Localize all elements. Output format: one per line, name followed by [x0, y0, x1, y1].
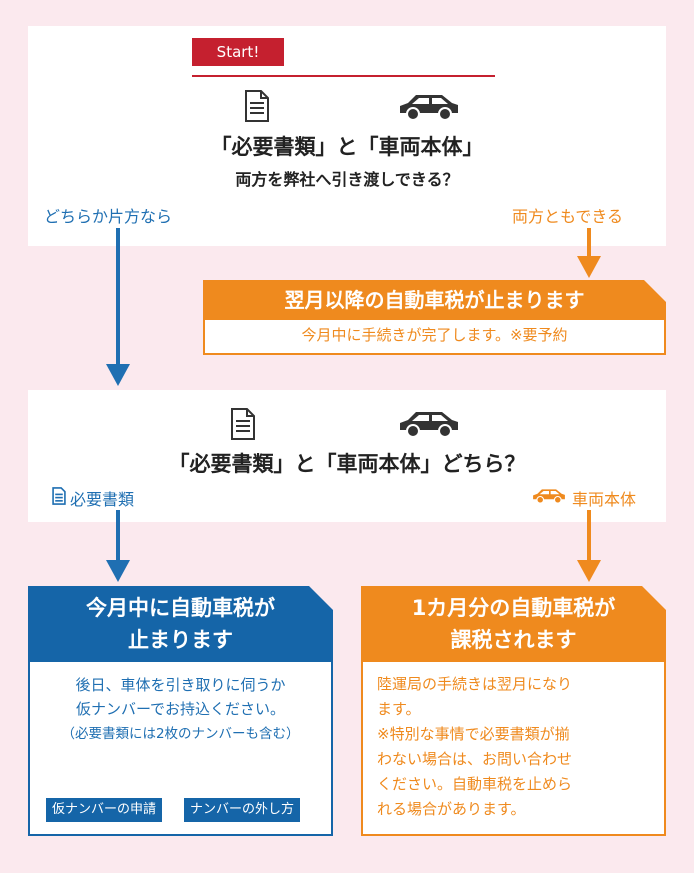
result-car-body: 陸運局の手続きは翌月になり ます。 ※特別な事情で必要書類が揃 わない場合は、お… [377, 672, 572, 822]
corner-notch [309, 586, 333, 610]
result-docs-body-line3: （必要書類には2枚のナンバーも含む） [61, 726, 300, 742]
result-both-box: 翌月以降の自動車税が止まります 今月中に手続きが完了します。※要予約 [203, 280, 666, 357]
result-car-box: 1カ月分の自動車税が 課税されます 陸運局の手続きは翌月になり ます。 ※特別な… [361, 586, 666, 836]
result-both-title: 翌月以降の自動車税が止まります [203, 280, 666, 320]
document-icon [245, 90, 269, 122]
car-icon [400, 95, 458, 121]
arrow-head [577, 256, 601, 278]
result-docs-box: 今月中に自動車税が 止まります 後日、車体を引き取りに伺うか 仮ナンバーでお持込… [28, 586, 333, 836]
result-docs-title-line1: 今月中に自動車税が [86, 596, 275, 620]
car-icon [533, 489, 565, 504]
result-car-body-line: ※特別な事情で必要書類が揃 [377, 725, 570, 743]
result-car-body-line: ます。 [377, 700, 421, 718]
result-both-body: 今月中に手続きが完了します。※要予約 [301, 326, 568, 344]
arrow-head [106, 560, 130, 582]
option-docs: 必要書類 [70, 490, 135, 509]
result-car-body-line: 陸運局の手続きは翌月になり [377, 675, 573, 693]
start-badge: Start! [192, 38, 284, 66]
result-docs-header: 今月中に自動車税が 止まります [28, 586, 333, 662]
document-icon [231, 408, 255, 440]
arrow-head [106, 364, 130, 386]
car-icon [400, 412, 458, 438]
document-icon [52, 487, 66, 505]
arrow-docs-to-result [116, 510, 120, 562]
result-car-body-line: れる場合があります。 [377, 800, 526, 818]
result-car-body-box: 陸運局の手続きは翌月になり ます。 ※特別な事情で必要書類が揃 わない場合は、お… [361, 662, 666, 836]
plate-removal-link[interactable]: ナンバーの外し方 [184, 798, 301, 822]
arrow-both-to-result [587, 228, 591, 258]
result-docs-body-line1: 後日、車体を引き取りに伺うか [75, 676, 286, 694]
question1-title: 「必要書類」と「車両本体」 [210, 135, 484, 159]
result-car-title-line2: 課税されます [450, 628, 577, 652]
question2-title: 「必要書類」と「車両本体」どちら？ [168, 452, 526, 476]
arrow-car-to-result [587, 510, 591, 562]
start-divider [192, 75, 495, 77]
option-either: どちらか片方なら [44, 207, 173, 226]
question1-subtitle: 両方を弊社へ引き渡しできる？ [235, 170, 459, 189]
question1-card [28, 26, 666, 246]
option-both: 両方ともできる [512, 207, 624, 226]
result-car-body-line: わない場合は、お問い合わせ [377, 750, 573, 768]
result-car-header: 1カ月分の自動車税が 課税されます [361, 586, 666, 662]
corner-notch [644, 280, 666, 302]
arrow-either-to-q2 [116, 228, 120, 364]
result-docs-body-line2: 仮ナンバーでお持込ください。 [75, 700, 286, 718]
result-docs-title-line2: 止まります [128, 628, 233, 652]
option-car: 車両本体 [572, 490, 637, 509]
corner-notch [642, 586, 666, 610]
result-car-body-line: ください。自動車税を止めら [377, 775, 573, 793]
arrow-head [577, 560, 601, 582]
result-both-body-box: 今月中に手続きが完了します。※要予約 [203, 320, 666, 355]
result-car-title-line1: 1カ月分の自動車税が [411, 596, 616, 620]
temp-plate-application-link[interactable]: 仮ナンバーの申請 [46, 798, 163, 822]
